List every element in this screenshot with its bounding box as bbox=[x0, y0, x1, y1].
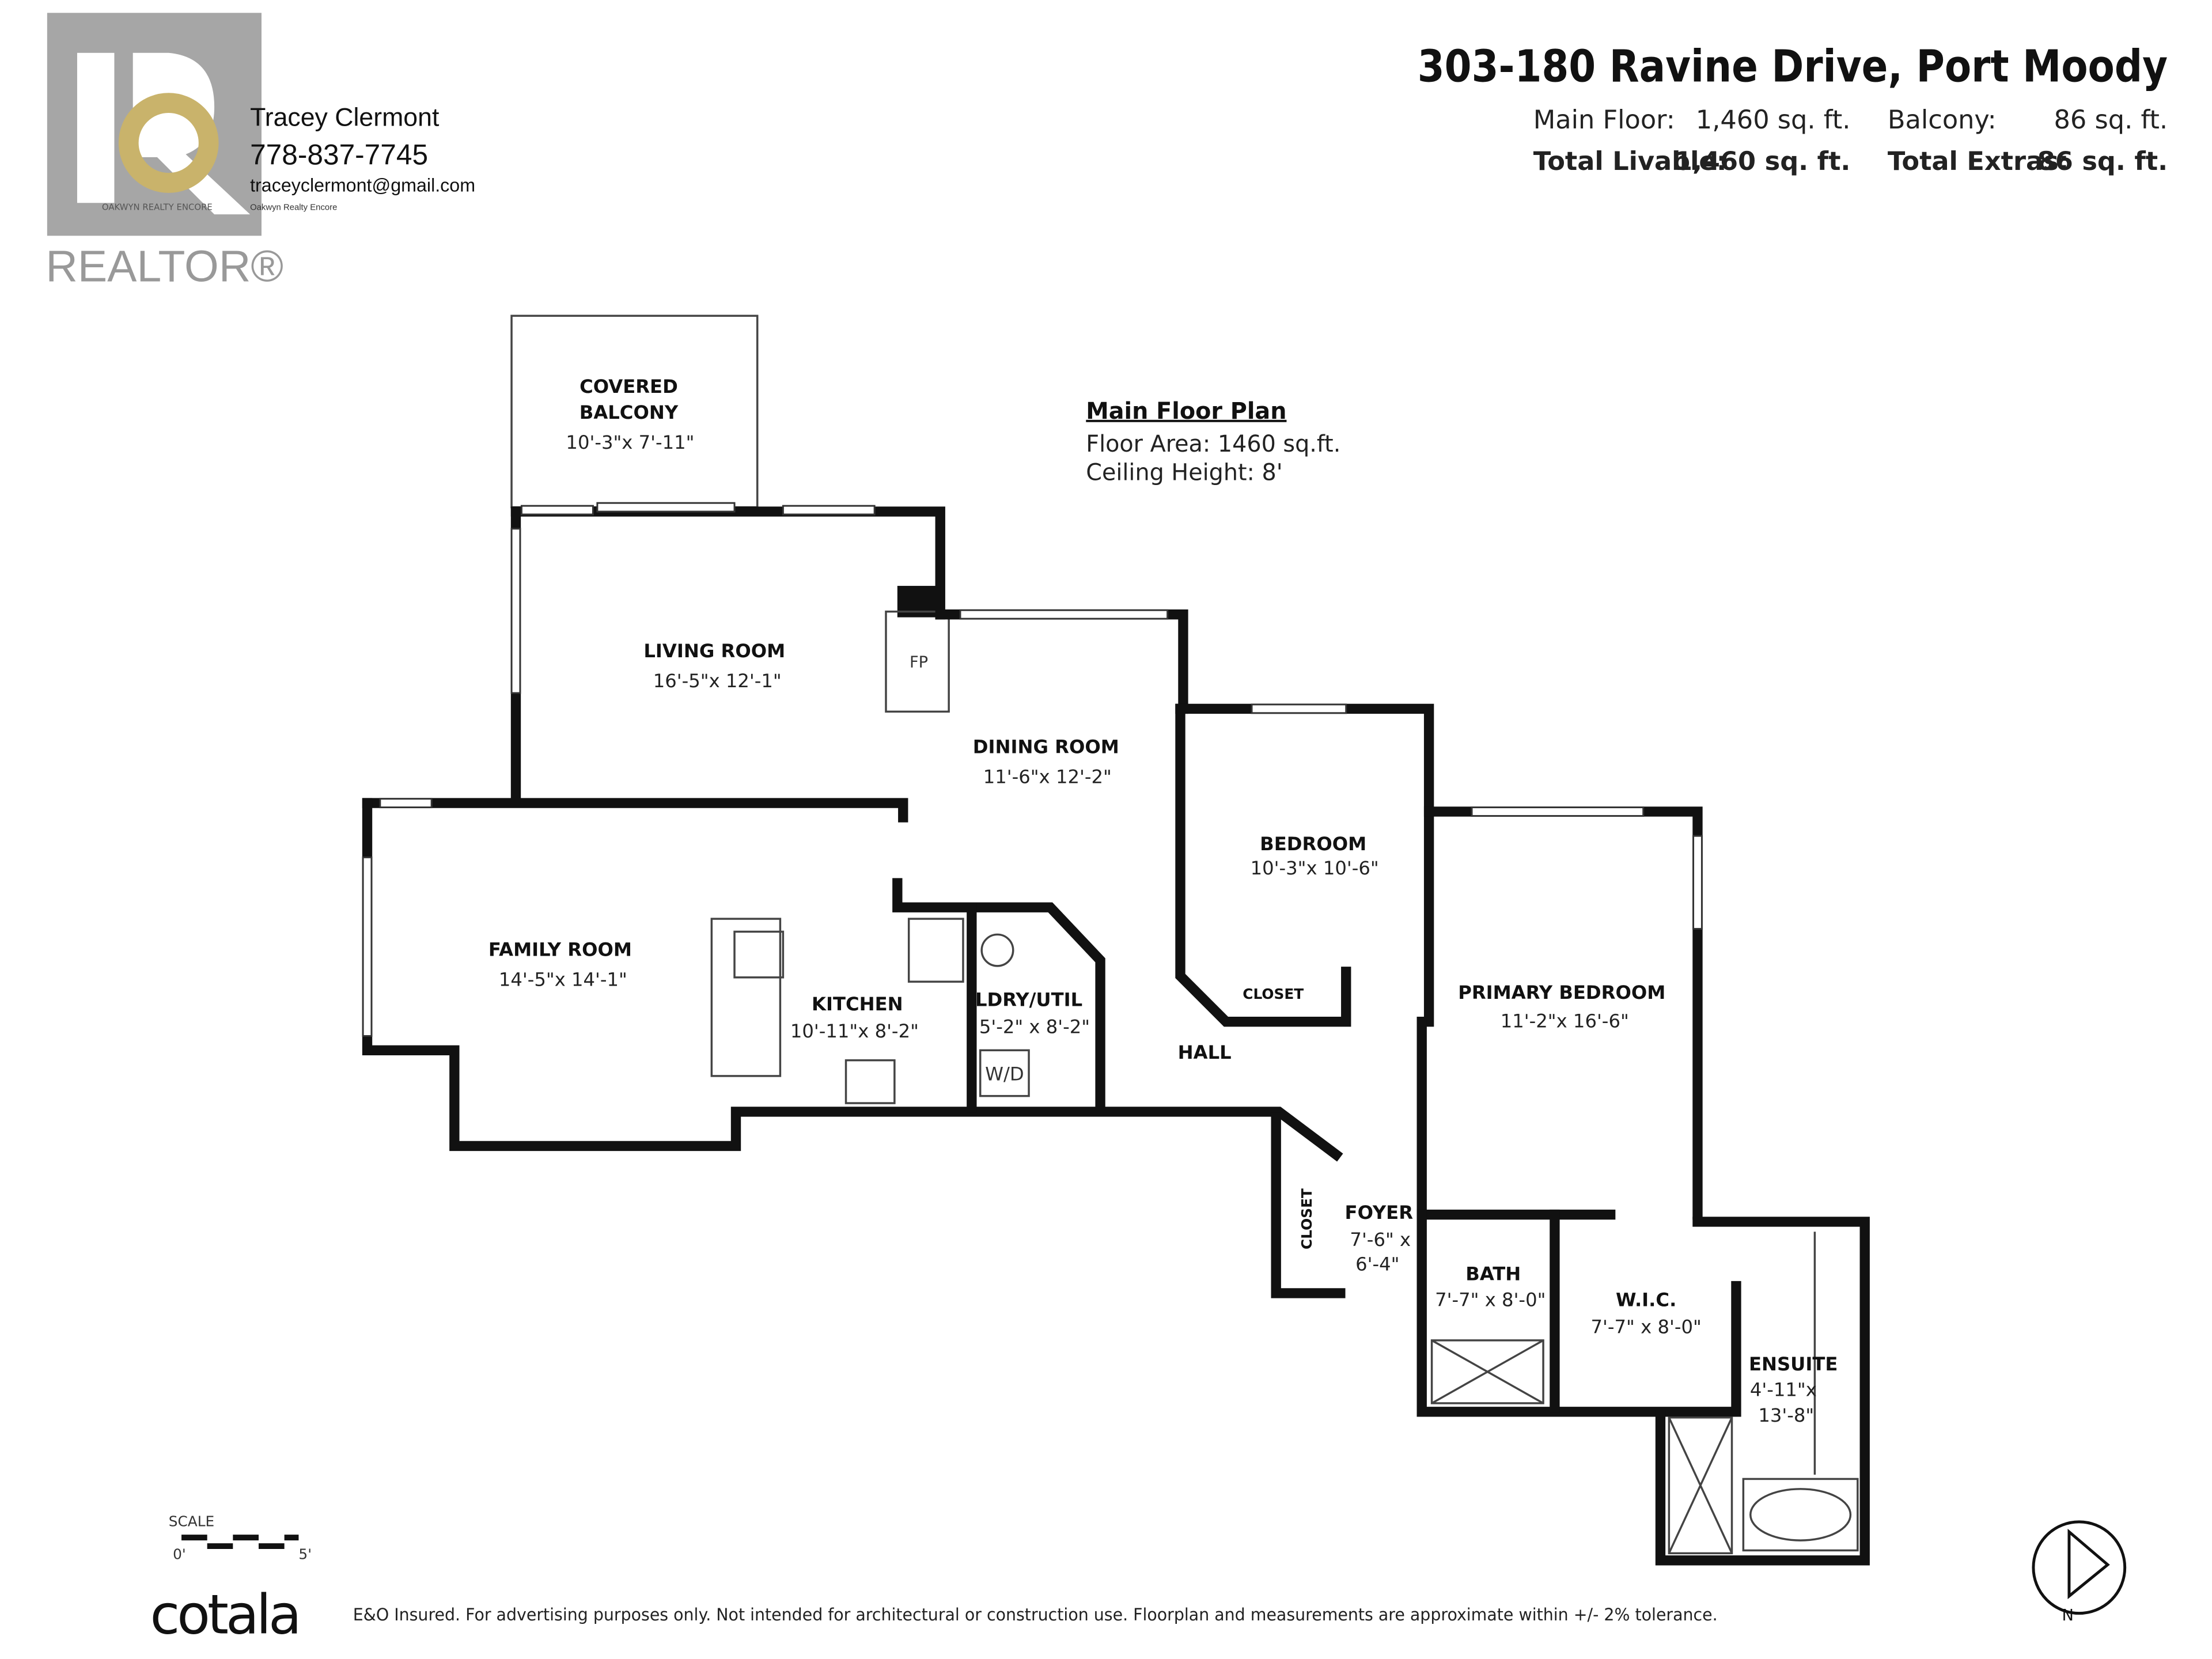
room-hall-name: HALL bbox=[1178, 1041, 1232, 1063]
property-address: 303-180 Ravine Drive, Port Moody bbox=[1418, 41, 2168, 92]
room-foyer-name: FOYER bbox=[1345, 1202, 1414, 1224]
room-primary-dims: 11'-2"x 16'-6" bbox=[1501, 1010, 1629, 1032]
room-balcony-name2: BALCONY bbox=[579, 402, 679, 423]
room-wic-name: W.I.C. bbox=[1616, 1289, 1676, 1310]
agent-brokerage: Oakwyn Realty Encore bbox=[250, 203, 337, 213]
room-foyer-dims2: 6'-4" bbox=[1355, 1253, 1399, 1275]
total-livable-value: 1,460 sq. ft. bbox=[1675, 146, 1851, 176]
room-bedroom-dims: 10'-3"x 10'-6" bbox=[1251, 857, 1379, 879]
room-ensuite-dims2: 13'-8" bbox=[1758, 1404, 1814, 1426]
floor-area: Floor Area: 1460 sq.ft. bbox=[1086, 431, 1340, 457]
north-arrow-icon: N bbox=[2032, 1520, 2127, 1624]
scale-label: SCALE bbox=[169, 1513, 215, 1529]
agent-email: traceyclermont@gmail.com bbox=[250, 175, 475, 195]
agent-phone: 778-837-7745 bbox=[250, 138, 428, 171]
scale-bar: SCALE 0' 5' bbox=[169, 1513, 312, 1562]
room-ensuite-dims: 4'-11"x bbox=[1750, 1379, 1817, 1401]
logo-brokerage-text: OAKWYN REALTY ENCORE bbox=[102, 202, 213, 213]
agent-name: Tracey Clermont bbox=[250, 103, 440, 131]
total-livable-label: Total Livable: bbox=[1533, 146, 1727, 176]
balcony-value: 86 sq. ft. bbox=[2054, 105, 2168, 135]
room-kitchen-dims: 10'-11"x 8'-2" bbox=[790, 1020, 919, 1042]
room-bath-name: BATH bbox=[1465, 1263, 1521, 1285]
realtor-wordmark: REALTOR® bbox=[46, 242, 283, 291]
balcony-label: Balcony: bbox=[1888, 105, 1997, 135]
closet-label: CLOSET bbox=[1243, 986, 1304, 1002]
foyer-closet-label: CLOSET bbox=[1298, 1188, 1315, 1249]
scale-end: 5' bbox=[298, 1546, 312, 1562]
room-ensuite-name: ENSUITE bbox=[1749, 1353, 1838, 1375]
main-floor-value: 1,460 sq. ft. bbox=[1696, 105, 1851, 135]
walls: FP CLOSET W/D CLOSET bbox=[362, 315, 1870, 1566]
plan-title: Main Floor Plan bbox=[1086, 398, 1286, 425]
compass-label: N bbox=[2062, 1607, 2074, 1624]
room-dining-dims: 11'-6"x 12'-2" bbox=[983, 766, 1112, 787]
room-bedroom-name: BEDROOM bbox=[1260, 833, 1366, 855]
room-balcony-dims: 10'-3"x 7'-11" bbox=[566, 431, 694, 453]
room-family-dims: 14'-5"x 14'-1" bbox=[499, 969, 627, 991]
main-floor-label: Main Floor: bbox=[1533, 105, 1675, 135]
room-foyer-dims: 7'-6" x bbox=[1350, 1229, 1411, 1251]
scale-start: 0' bbox=[173, 1546, 186, 1562]
ceiling-height: Ceiling Height: 8' bbox=[1086, 459, 1282, 486]
room-laundry-dims: 5'-2" x 8'-2" bbox=[979, 1016, 1090, 1037]
room-laundry-name: LDRY/UTIL bbox=[975, 988, 1082, 1010]
room-living-name: LIVING ROOM bbox=[643, 640, 785, 662]
room-wic-dims: 7'-7" x 8'-0" bbox=[1591, 1316, 1702, 1338]
room-balcony-name: COVERED bbox=[579, 376, 678, 397]
cotala-logo: cotala bbox=[150, 1584, 298, 1646]
washer-dryer-label: W/D bbox=[985, 1063, 1024, 1085]
room-bath-dims: 7'-7" x 8'-0" bbox=[1435, 1289, 1546, 1310]
room-living-dims: 16'-5"x 12'-1" bbox=[653, 670, 782, 692]
total-extras-value: 86 sq. ft. bbox=[2037, 146, 2168, 176]
disclaimer: E&O Insured. For advertising purposes on… bbox=[353, 1605, 1718, 1625]
room-family-name: FAMILY ROOM bbox=[488, 939, 632, 961]
room-primary-name: PRIMARY BEDROOM bbox=[1458, 982, 1665, 1003]
room-labels: COVERED BALCONY 10'-3"x 7'-11" LIVING RO… bbox=[488, 376, 1838, 1426]
room-kitchen-name: KITCHEN bbox=[812, 993, 903, 1015]
realtor-logo: OAKWYN REALTY ENCORE REALTOR® bbox=[46, 13, 283, 291]
room-dining-name: DINING ROOM bbox=[973, 736, 1119, 757]
fireplace-label: FP bbox=[910, 653, 928, 671]
total-extras-label: Total Extras: bbox=[1888, 146, 2069, 176]
